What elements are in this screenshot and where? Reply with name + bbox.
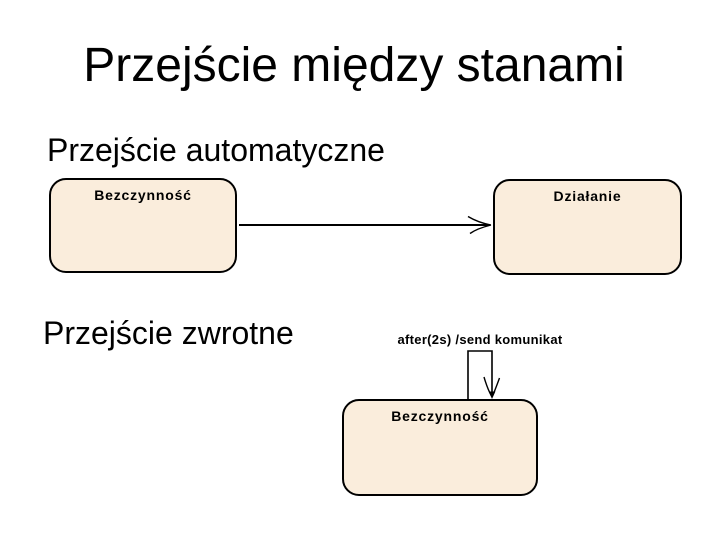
state-box-dzialanie-target: Działanie — [493, 179, 682, 275]
slide-title: Przejście między stanami — [83, 39, 625, 92]
transition-arrow-icon — [239, 215, 492, 235]
section-heading-return-transition: Przejście zwrotne — [43, 315, 294, 351]
section-heading-automatic-transition: Przejście automatyczne — [47, 132, 385, 168]
state-box-bezczynnosc-source: Bezczynność — [49, 178, 237, 273]
state-label: Działanie — [553, 188, 622, 204]
self-transition-loop-icon — [467, 350, 501, 399]
state-box-bezczynnosc-self: Bezczynność — [342, 399, 538, 496]
state-label: Bezczynność — [391, 408, 489, 424]
state-label: Bezczynność — [94, 187, 192, 203]
self-transition-event-label: after(2s) /send komunikat — [397, 332, 563, 347]
